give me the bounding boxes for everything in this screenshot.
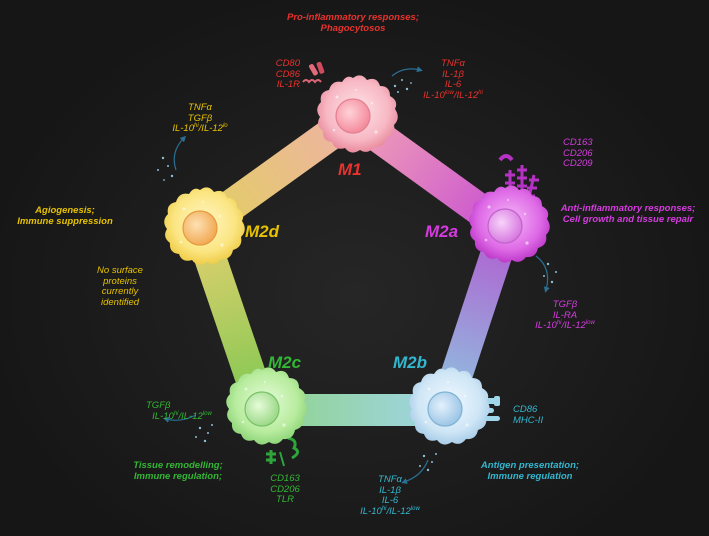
m1-receptor-icons [302, 61, 325, 84]
m2a-cell [469, 185, 550, 263]
m2c-function-label: Tissue remodelling; Immune regulation; [133, 460, 223, 482]
m2d-cell [164, 187, 245, 265]
m2b-surface-markers: CD86 MHC-II [513, 404, 544, 426]
m1-name: M1 [338, 160, 362, 179]
m2b-cell [409, 367, 490, 445]
m2d-secreted-cytokines: TNFα TGFβ IL-10hi/IL-12lo [172, 102, 228, 135]
m2a-name: M2a [425, 222, 459, 241]
m2d-surface-markers: No surface proteins currently identified [97, 265, 143, 308]
m2c-surface-markers: CD163 CD206 TLR [270, 473, 300, 506]
m2c-cell [226, 367, 307, 445]
m2c-name: M2c [268, 353, 302, 372]
m2b-name: M2b [393, 353, 427, 372]
m2a-secreted-cytokines: TGFβ IL-RA IL-10hi/IL-12low [535, 299, 595, 332]
m2c-receptor-icons [266, 436, 299, 467]
m2d-name: M2d [245, 222, 279, 241]
m2c-secreted-cytokines: TGFβ IL-10hi/IL-12low [146, 400, 212, 422]
m1-surface-markers: CD80 CD86 IL-1R [275, 58, 300, 91]
secretion-particles [157, 79, 557, 472]
m1-cell [317, 75, 398, 153]
secretion-arrows [163, 66, 550, 484]
m2a-surface-markers: CD163 CD206 CD209 [563, 137, 593, 170]
m2d-function-label: Agiogenesis; Immune suppression [17, 205, 113, 227]
m2b-function-label: Antigen presentation; Immune regulation [480, 460, 580, 482]
m1-secreted-cytokines: TNFα IL-1β IL-6 IL-10low/IL-12hi [423, 58, 483, 101]
m1-function-label: Pro-inflammatory responses; Phagocytosos [287, 12, 419, 34]
m2a-function-label: Anti-inflammatory responses; Cell growth… [560, 203, 696, 225]
cell-granules [179, 89, 529, 427]
m2b-secreted-cytokines: TNFα IL-1β IL-6 IL-10hi/IL-12low [360, 474, 420, 517]
